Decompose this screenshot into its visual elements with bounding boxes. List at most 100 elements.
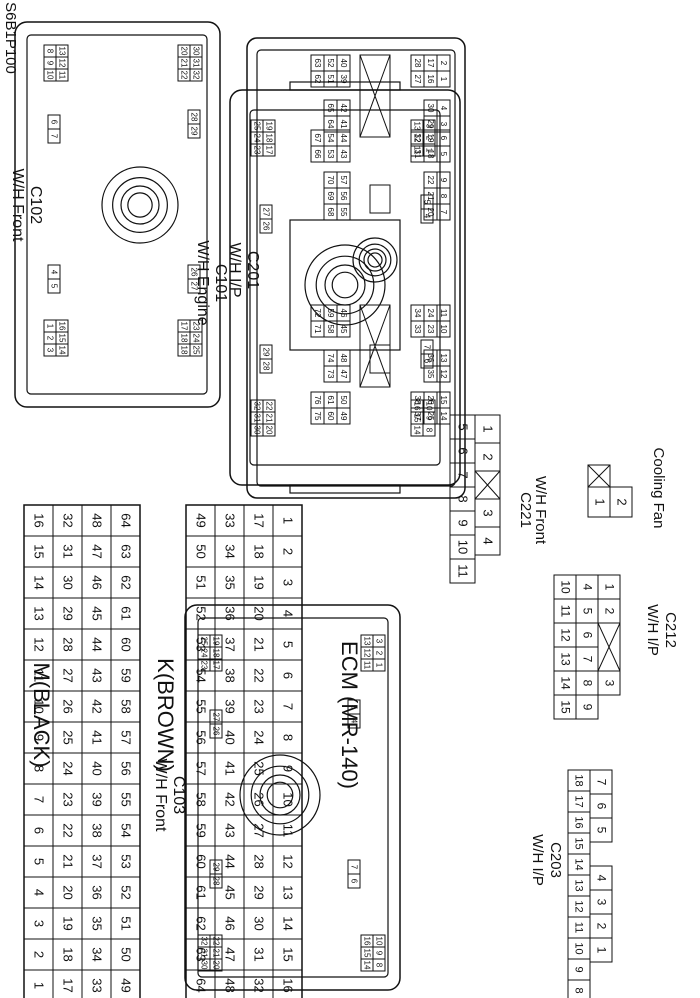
pin-number: 11 — [281, 824, 296, 838]
pin-number: 69 — [326, 192, 335, 201]
pin-number: 18 — [61, 947, 76, 961]
pin-number: 28 — [189, 113, 198, 122]
pin-number: 22 — [426, 176, 435, 185]
pin-number: 18 — [573, 774, 585, 786]
m-black-table: M(BLACK)64636261605958575655545352515049… — [23, 504, 141, 998]
pin-cell — [323, 115, 338, 133]
blank-cell — [597, 622, 621, 672]
pin-number: 18 — [426, 150, 435, 159]
pin-number: 11 — [439, 309, 448, 318]
pin-number: 16 — [32, 513, 47, 527]
pin-number: 15 — [412, 414, 421, 423]
pin-number: 17 — [179, 322, 188, 331]
pin-number: 26 — [252, 792, 267, 806]
pin-number: 63 — [313, 59, 322, 68]
pin-number: 11 — [362, 661, 371, 670]
housing — [14, 21, 221, 408]
pin-cell — [323, 365, 338, 383]
pin-number: 8 — [456, 495, 471, 502]
pin-number: 66 — [313, 150, 322, 159]
pin-number: 30 — [426, 104, 435, 113]
pin-cell — [410, 320, 425, 338]
pin-number: 55 — [194, 699, 209, 713]
pin-number: 30 — [61, 575, 76, 589]
figure-id: S6B1P100 — [2, 2, 19, 74]
pin-number: 47 — [223, 947, 238, 961]
cell — [567, 979, 591, 998]
pin-cell — [209, 873, 223, 889]
pin-number: 2 — [594, 923, 608, 930]
pin-number: 46 — [223, 916, 238, 930]
pin-number: 5 — [32, 858, 47, 865]
pin-number: 17 — [61, 978, 76, 992]
pin-number: 8 — [374, 963, 383, 968]
inner-frame — [26, 34, 208, 395]
pin-number: 34 — [90, 947, 105, 961]
knob-ring — [367, 252, 383, 268]
pin-number: 59 — [326, 309, 335, 318]
pin-number: 40 — [90, 761, 105, 775]
knob-ring — [304, 244, 386, 326]
pin-number: 11 — [412, 146, 421, 155]
pin-number: 16 — [426, 75, 435, 84]
pin-number: 6 — [349, 879, 358, 884]
pin-number: 9 — [374, 951, 383, 956]
housing — [184, 604, 401, 991]
pin-number: 4 — [580, 584, 594, 591]
pin-number: 8 — [424, 428, 433, 433]
pin-number: 14 — [32, 575, 47, 589]
pin-cell — [310, 145, 325, 163]
pin-number: 8 — [573, 987, 585, 993]
pin-number: 43 — [339, 150, 348, 159]
knob-ring — [239, 754, 321, 836]
pin-number: 16 — [412, 402, 421, 411]
knob-ring — [127, 192, 153, 218]
pin-number: 33 — [90, 978, 105, 992]
pin-number: 1 — [424, 148, 433, 153]
pin-number: 39 — [90, 792, 105, 806]
pin-number: 2 — [45, 336, 54, 341]
cell — [553, 694, 577, 720]
knob-ring — [358, 243, 392, 277]
pin-cell — [360, 658, 374, 672]
pin-cell — [43, 68, 57, 82]
pin-cell — [177, 343, 191, 357]
pin-cell — [187, 278, 201, 294]
pin-number: 15 — [573, 837, 585, 849]
pin-number: 38 — [223, 668, 238, 682]
pin-number: 8 — [281, 734, 296, 741]
pin-number: 63 — [194, 947, 209, 961]
connector-desc: W/H I/P — [644, 604, 661, 656]
pin-number: 21 — [61, 854, 76, 868]
pin-number: 5 — [349, 705, 358, 710]
pin-number: 2 — [439, 61, 448, 66]
pin-number: 56 — [194, 730, 209, 744]
pin-number: 1 — [45, 324, 54, 329]
connector-name: C102 — [27, 186, 44, 224]
pin-number: 48 — [90, 513, 105, 527]
pin-number: 24 — [252, 730, 267, 744]
pin-number: 52 — [119, 885, 134, 899]
pin-number: 53 — [194, 637, 209, 651]
knob-ring — [259, 774, 301, 816]
pin-number: 62 — [313, 75, 322, 84]
pin-number: 44 — [90, 637, 105, 651]
pin-number: 23 — [252, 699, 267, 713]
pin-number: 17 — [252, 513, 267, 527]
pin-number: 12 — [281, 854, 296, 868]
pin-number: 23 — [191, 322, 200, 331]
pin-number: 17 — [426, 59, 435, 68]
pin-number: 9 — [32, 734, 47, 741]
pin-number: 19 — [211, 637, 220, 646]
pin-number: 62 — [119, 575, 134, 589]
pin-number: 43 — [90, 668, 105, 682]
connector-name: Cooling Fan — [650, 448, 667, 529]
pin-number: 40 — [223, 730, 238, 744]
